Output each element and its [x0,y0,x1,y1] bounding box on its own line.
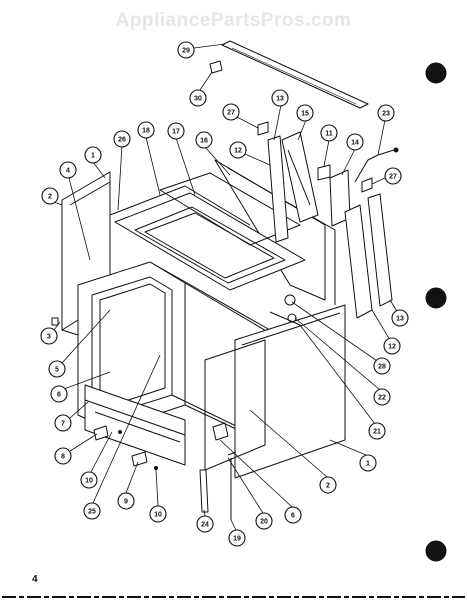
part-top-trim [221,40,369,109]
callout-9: 9 [117,492,135,510]
svg-text:29: 29 [182,48,190,55]
edge-marks [2,62,465,598]
part-right-channel [367,193,393,307]
svg-text:1: 1 [366,461,370,468]
svg-text:27: 27 [389,174,397,181]
part-heat-shield [281,131,319,223]
callout-17: 17 [167,122,185,140]
svg-text:22: 22 [378,395,386,402]
svg-text:2: 2 [326,483,330,490]
callout-27: 27 [222,103,240,121]
svg-text:14: 14 [351,140,359,147]
svg-text:7: 7 [61,421,65,428]
callout-7: 7 [54,414,72,432]
part-front-trim [204,339,266,471]
svg-text:9: 9 [124,499,128,506]
callout-11: 11 [320,124,338,142]
part-right-side-panel [234,304,346,479]
svg-text:11: 11 [325,131,333,138]
svg-text:12: 12 [388,344,396,351]
svg-text:27: 27 [227,110,235,117]
callout-5: 5 [48,360,66,378]
callout-25: 25 [83,502,101,520]
svg-text:5: 5 [55,367,59,374]
callout-2b: 2 [319,476,337,494]
svg-text:17: 17 [172,129,180,136]
svg-text:10: 10 [85,478,93,485]
svg-text:6: 6 [291,513,295,520]
svg-text:23: 23 [382,111,390,118]
svg-text:15: 15 [301,111,309,118]
svg-text:28: 28 [378,364,386,371]
edge-mark-bottom [425,540,447,562]
callout-28: 28 [373,357,391,375]
callout-8: 8 [54,447,72,465]
callout-20: 20 [255,512,273,530]
watermark: AppliancePartsPros.com [115,10,352,31]
svg-text:13: 13 [276,96,284,103]
page-number: 4 [32,574,38,585]
callout-21: 21 [368,422,386,440]
part-hinge [199,469,209,513]
callout-12b: 12 [383,337,401,355]
callout-23: 23 [377,104,395,122]
callout-3: 3 [40,327,58,345]
svg-text:8: 8 [61,454,65,461]
svg-text:24: 24 [201,522,209,529]
part-right-trim-strip [344,204,373,319]
callout-19: 19 [228,529,246,547]
svg-text:6: 6 [57,392,61,399]
svg-text:12: 12 [234,148,242,155]
part-rear-channel [267,135,289,243]
callout-13: 13 [271,89,289,107]
svg-text:1: 1 [91,153,95,160]
oven-parts [51,40,399,520]
callout-29: 29 [177,41,195,59]
svg-text:18: 18 [142,128,150,135]
callout-12: 12 [229,141,247,159]
svg-text:4: 4 [66,168,70,175]
svg-text:3: 3 [47,334,51,341]
callout-30: 30 [189,89,207,107]
leader-lines [53,43,399,531]
callout-1b: 1 [359,454,377,472]
callout-27b: 27 [384,167,402,185]
part-valve [284,294,296,306]
callout-2: 2 [41,187,59,205]
callout-26: 26 [113,130,131,148]
callout-24: 24 [196,515,214,533]
svg-text:20: 20 [260,519,268,526]
callout-4: 4 [59,161,77,179]
callout-15: 15 [296,104,314,122]
svg-text:26: 26 [118,137,126,144]
svg-text:21: 21 [373,429,381,436]
edge-mark-middle [425,287,447,309]
part-clip [209,60,223,74]
part-top-panel [114,192,306,291]
svg-text:13: 13 [396,316,404,323]
svg-text:19: 19 [233,536,241,543]
callout-22: 22 [373,388,391,406]
svg-text:25: 25 [88,509,96,516]
edge-mark-top [425,62,447,84]
part-wire-harness [354,149,395,183]
callout-6: 6 [50,385,68,403]
callout-10: 10 [80,471,98,489]
part-bottom-frame [84,384,186,466]
callout-6b: 6 [284,506,302,524]
callouts: 29 30 27 13 15 11 14 23 27 12 16 17 18 2… [40,41,409,547]
svg-text:10: 10 [154,512,162,519]
callout-1: 1 [84,146,102,164]
callout-18: 18 [137,121,155,139]
svg-text:16: 16 [200,138,208,145]
callout-10b: 10 [149,505,167,523]
callout-16: 16 [195,131,213,149]
svg-text:30: 30 [194,96,202,103]
svg-text:2: 2 [48,194,52,201]
callout-14: 14 [346,133,364,151]
callout-13b: 13 [391,309,409,327]
